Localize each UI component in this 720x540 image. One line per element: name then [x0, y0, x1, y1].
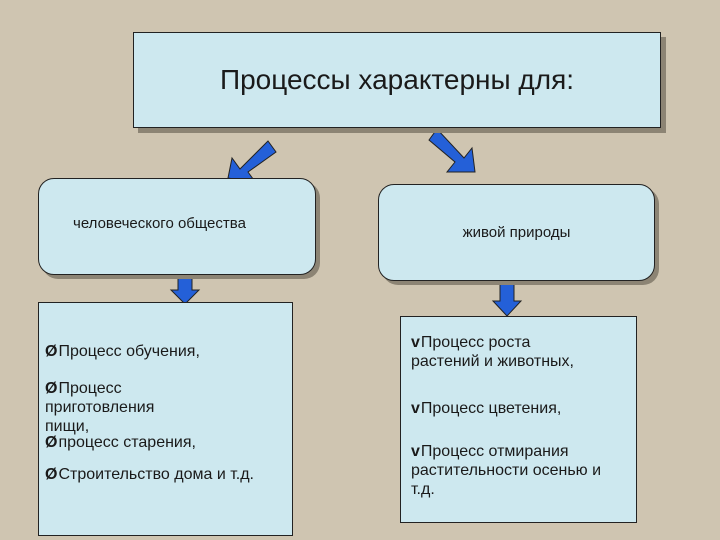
diamond-bullet-icon: v	[411, 400, 420, 417]
category-label: человеческого общества	[73, 215, 246, 232]
arrow-bullet-icon: Ø	[45, 343, 58, 360]
list-human-society: ØПроцесс обучения, ØПроцесс приготовлени…	[38, 302, 293, 536]
arrow-to-human-society	[227, 140, 277, 184]
list-item: vПроцесс роста растений и животных,	[411, 334, 574, 370]
arrow-bullet-icon: Ø	[45, 380, 58, 397]
list-item: vПроцесс цветения,	[411, 400, 562, 417]
list-living-nature: vПроцесс роста растений и животных, vПро…	[400, 316, 637, 523]
diamond-bullet-icon: v	[411, 334, 420, 351]
arrow-down-human-society	[169, 275, 201, 305]
list-item: ØПроцесс приготовления пищи,	[45, 380, 155, 435]
category-living-nature: живой природы	[378, 184, 655, 281]
category-human-society: человеческого общества	[38, 178, 316, 275]
arrow-to-living-nature	[428, 128, 476, 173]
list-item: vПроцесс отмирания растительности осенью…	[411, 443, 602, 498]
list-item: ØСтроительство дома и т.д.	[45, 466, 254, 483]
list-item: Øпроцесс старения,	[45, 434, 196, 451]
diagram-title: Процессы характерны для:	[219, 64, 575, 95]
diamond-bullet-icon: v	[411, 443, 420, 460]
arrow-bullet-icon: Ø	[45, 434, 58, 451]
arrow-bullet-icon: Ø	[45, 466, 58, 483]
arrow-down-living-nature	[491, 281, 523, 317]
list-item: ØПроцесс обучения,	[45, 343, 200, 360]
category-label: живой природы	[462, 224, 571, 241]
title-box: Процессы характерны для:	[133, 32, 661, 128]
